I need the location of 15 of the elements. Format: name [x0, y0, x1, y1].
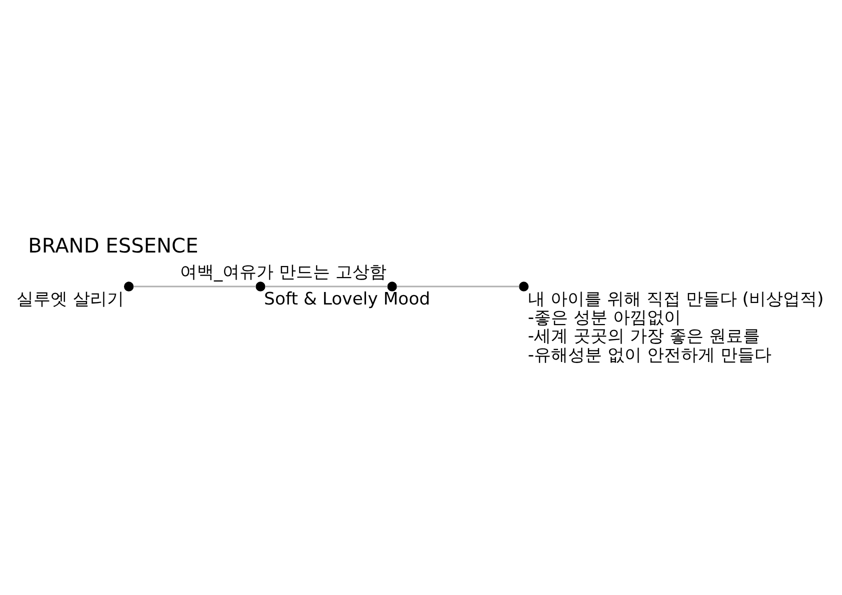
node-label: -좋은 성분 아낌없이	[528, 308, 682, 328]
node-circle	[518, 281, 529, 291]
node-label: -세계 곳곳의 가장 좋은 원료를	[528, 326, 760, 346]
connector	[265, 285, 388, 287]
connector	[396, 285, 520, 287]
node-circle	[387, 281, 397, 291]
node-circle	[256, 281, 266, 291]
node-label: Soft & Lovely Mood	[264, 288, 430, 309]
node-label: 실루엣 살리기	[16, 288, 124, 309]
node-label: 여백_여유가 만드는 고상함	[180, 262, 387, 282]
node-circle	[124, 281, 134, 291]
diagram-title: BRAND ESSENCE	[28, 233, 198, 258]
connector	[133, 285, 256, 287]
node-label: -유해성분 없이 안전하게 만들다	[528, 344, 772, 365]
node-label: 내 아이를 위해 직접 만들다 (비상업적)	[528, 288, 824, 309]
